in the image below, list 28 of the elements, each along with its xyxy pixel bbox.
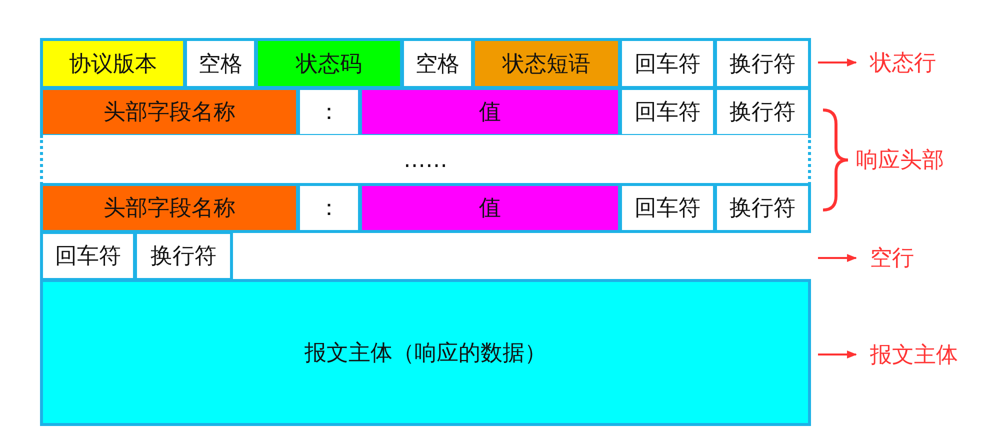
field-cell: 值 <box>359 183 621 233</box>
field-cell: 空格 <box>184 38 257 89</box>
ellipsis-row: …… <box>40 135 811 185</box>
row-label: 报文主体 <box>870 332 990 377</box>
field-cell: 头部字段名称 <box>40 87 299 137</box>
field-cell: 状态码 <box>255 38 403 89</box>
field-cell: 换行符 <box>714 87 811 137</box>
row-label: 状态行 <box>870 40 990 85</box>
body-block: 报文主体（响应的数据） <box>40 279 811 426</box>
group-label: 响应头部 <box>856 147 944 175</box>
row-label: 空行 <box>870 236 990 280</box>
field-cell: 回车符 <box>40 231 136 281</box>
field-cell: 换行符 <box>714 38 811 89</box>
field-cell: 换行符 <box>134 231 233 281</box>
field-cell: 回车符 <box>619 183 716 233</box>
arrow <box>818 58 857 66</box>
field-cell: 协议版本 <box>40 38 186 89</box>
field-cell: 换行符 <box>714 183 811 233</box>
field-cell: 头部字段名称 <box>40 183 299 233</box>
field-cell: 值 <box>359 87 621 137</box>
field-cell: 状态短语 <box>472 38 621 89</box>
field-cell: 空格 <box>401 38 474 89</box>
field-cell: ： <box>297 183 361 233</box>
field-cell: 回车符 <box>619 38 716 89</box>
field-cell: ： <box>297 87 361 137</box>
arrow <box>818 254 857 262</box>
field-cell: 回车符 <box>619 87 716 137</box>
arrow <box>818 350 857 358</box>
